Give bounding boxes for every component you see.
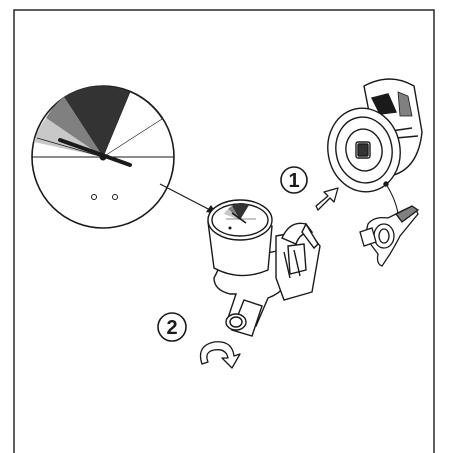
step-1-marker: 1	[281, 167, 307, 193]
arrow-up-right-icon	[316, 188, 338, 210]
callout-arrow	[160, 184, 217, 214]
rotate-arrow-icon	[201, 342, 241, 368]
hose-clip	[360, 184, 418, 266]
step-1-label: 1	[288, 170, 299, 192]
magnified-gauge-dial	[32, 86, 174, 228]
pump-valve-assembly	[208, 200, 320, 336]
step-2-label: 2	[166, 317, 177, 339]
step-2-marker: 2	[158, 313, 186, 341]
valve-adapter	[321, 79, 422, 198]
